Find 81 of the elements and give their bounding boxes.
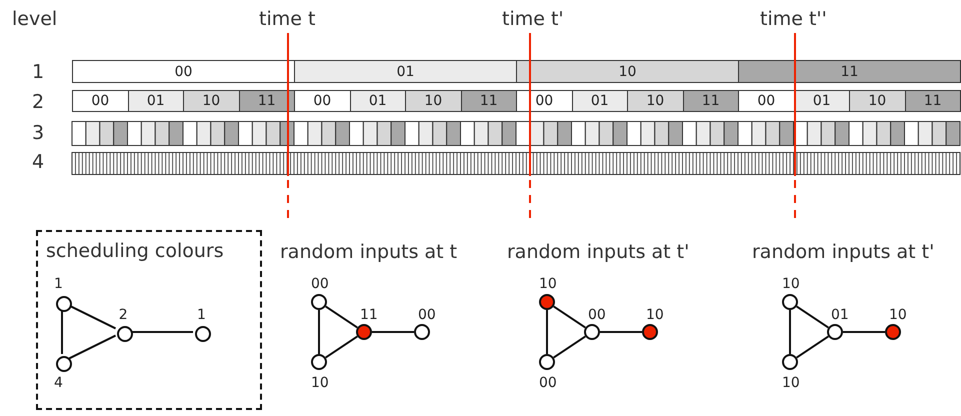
graph-edge: [318, 310, 320, 354]
graph-vertex: [782, 294, 798, 310]
time-slot-cell: 01: [350, 90, 406, 112]
vertex-label: 10: [539, 277, 557, 291]
graph-vertex: [885, 324, 901, 340]
vertex-label: 1: [54, 277, 63, 291]
graph-vertex: [539, 354, 555, 370]
panel-heading: random inputs at t: [280, 243, 458, 262]
time-slot-cell: 00: [294, 90, 350, 112]
graph-edge: [789, 310, 791, 354]
time-slot-cell: 11: [738, 60, 961, 83]
graph-edge: [61, 310, 63, 354]
time-slot-cell: 01: [572, 90, 628, 112]
time-slot-cell: 10: [516, 60, 739, 83]
graph-edge: [796, 306, 829, 328]
time-slot-cell: 10: [627, 90, 684, 112]
time-slot-cell: 00: [72, 90, 128, 112]
vertex-label: 01: [831, 308, 849, 322]
graph-edge: [796, 336, 829, 358]
graph-edge: [130, 331, 194, 333]
level-number: 1: [32, 63, 44, 82]
graph-edge: [600, 331, 642, 333]
time-slot-cell: 10: [849, 90, 906, 112]
time-slot-cell: 00: [738, 90, 794, 112]
time-slot-cell: 11: [682, 90, 739, 112]
graph-vertex: [539, 294, 555, 310]
level-number: 2: [32, 93, 44, 112]
graph-vertex: [311, 354, 327, 370]
time-slot-cell: 01: [294, 60, 517, 83]
time-slot-cell: 11: [904, 90, 961, 112]
panel-heading: random inputs at t': [752, 243, 934, 262]
vertex-label: 00: [418, 308, 436, 322]
vertex-label: 00: [311, 277, 329, 291]
graph-edge: [546, 310, 548, 354]
vertex-label: 10: [311, 376, 329, 390]
graph-edge: [325, 306, 358, 328]
graph-vertex: [827, 324, 843, 340]
time-slot-cell: 01: [128, 90, 184, 112]
graph-vertex: [56, 296, 72, 312]
graph-vertex: [116, 326, 133, 342]
vertex-label: 00: [539, 376, 557, 390]
time-label: time t': [502, 10, 564, 29]
vertex-label: 4: [54, 376, 63, 390]
graph-edge: [553, 336, 586, 358]
vertex-label: 1: [197, 308, 206, 322]
time-slot-cell: 00: [516, 90, 572, 112]
graph-edge: [553, 306, 586, 328]
graph-edge: [372, 331, 414, 333]
vertex-label: 11: [360, 308, 378, 322]
time-slot-cell: 11: [460, 90, 517, 112]
time-slot-cell: 10: [405, 90, 462, 112]
graph-vertex: [356, 324, 372, 340]
panel-heading: random inputs at t': [507, 243, 690, 262]
graph-vertex: [782, 354, 798, 370]
time-slot-cell: 10: [183, 90, 240, 112]
graph-vertex: [311, 294, 327, 310]
dashed-frame: [36, 230, 262, 410]
graph-edge: [68, 304, 116, 330]
time-slot-cell: 01: [794, 90, 850, 112]
graph-vertex: [642, 324, 658, 340]
time-slot-cell: 00: [72, 60, 295, 83]
graph-vertex: [584, 324, 600, 340]
frame-heading: scheduling colours: [46, 242, 224, 261]
graph-edge: [68, 334, 116, 360]
vertex-label: 10: [782, 277, 800, 291]
level-number: 4: [32, 153, 44, 172]
graph-vertex: [195, 326, 212, 342]
graph-edge: [325, 336, 358, 358]
vertex-label: 2: [118, 308, 128, 322]
time-slot-cell: 11: [238, 90, 295, 112]
time-label: time t: [259, 10, 316, 29]
vertex-label: 00: [588, 308, 606, 322]
axis-title: level: [12, 10, 58, 29]
vertex-label: 10: [782, 376, 800, 390]
vertex-label: 10: [646, 308, 664, 322]
graph-edge: [843, 331, 885, 333]
level-number: 3: [32, 124, 44, 143]
graph-vertex: [414, 324, 430, 340]
graph-vertex: [56, 356, 72, 372]
vertex-label: 10: [889, 308, 907, 322]
time-label: time t'': [760, 10, 827, 29]
